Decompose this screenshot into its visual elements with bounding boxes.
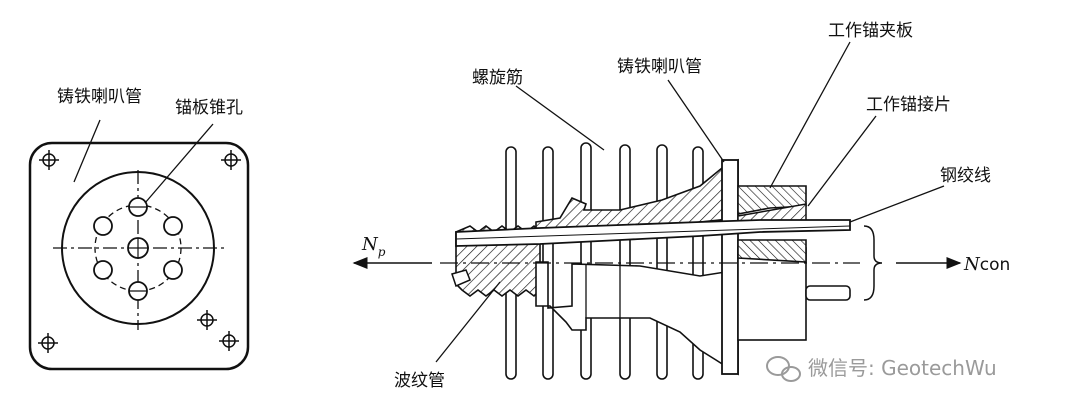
leader-joint <box>807 115 877 207</box>
section-view: Np Ncon 螺旋筋 铸铁喇叭管 工作锚夹板 工作锚接片 钢绞线 波纹管 <box>352 21 1010 391</box>
lower-strand-end <box>805 285 851 301</box>
end-view: 铸铁喇叭管 锚板锥孔 <box>28 87 250 371</box>
cast-iron-horn-lower <box>535 261 739 376</box>
force-label-right: Ncon <box>963 254 1010 275</box>
leader-cone-left <box>144 123 214 204</box>
label-work-anchor-clamp-plate: 工作锚夹板 <box>828 21 913 41</box>
wechat-icon <box>766 356 801 382</box>
force-label-left: Np <box>361 234 386 259</box>
leader-horn-right <box>667 79 725 163</box>
watermark: 微信号: GeotechWu <box>766 356 997 382</box>
label-cast-iron-horn-right: 铸铁喇叭管 <box>617 57 702 77</box>
label-spiral-bar: 螺旋筋 <box>472 68 523 88</box>
bearing-plate-section <box>721 159 739 375</box>
corner-bolt-marks <box>38 150 241 353</box>
leader-strand <box>849 185 945 223</box>
leader-clamp <box>769 41 851 189</box>
work-anchor-lower-hatch <box>737 239 807 263</box>
label-corrugated-duct: 波纹管 <box>394 371 445 391</box>
label-work-anchor-joint: 工作锚接片 <box>866 95 951 115</box>
label-anchor-plate-cone-hole: 锚板锥孔 <box>175 98 243 118</box>
leader-horn-left <box>73 119 101 183</box>
watermark-text: 微信号: GeotechWu <box>808 356 997 380</box>
leader-spiral <box>515 85 605 151</box>
label-steel-strand: 钢绞线 <box>940 166 991 186</box>
leader-duct <box>435 281 501 363</box>
bearing-plate <box>28 141 250 371</box>
strand-brace <box>863 225 883 301</box>
label-cast-iron-horn-left: 铸铁喇叭管 <box>57 87 142 107</box>
